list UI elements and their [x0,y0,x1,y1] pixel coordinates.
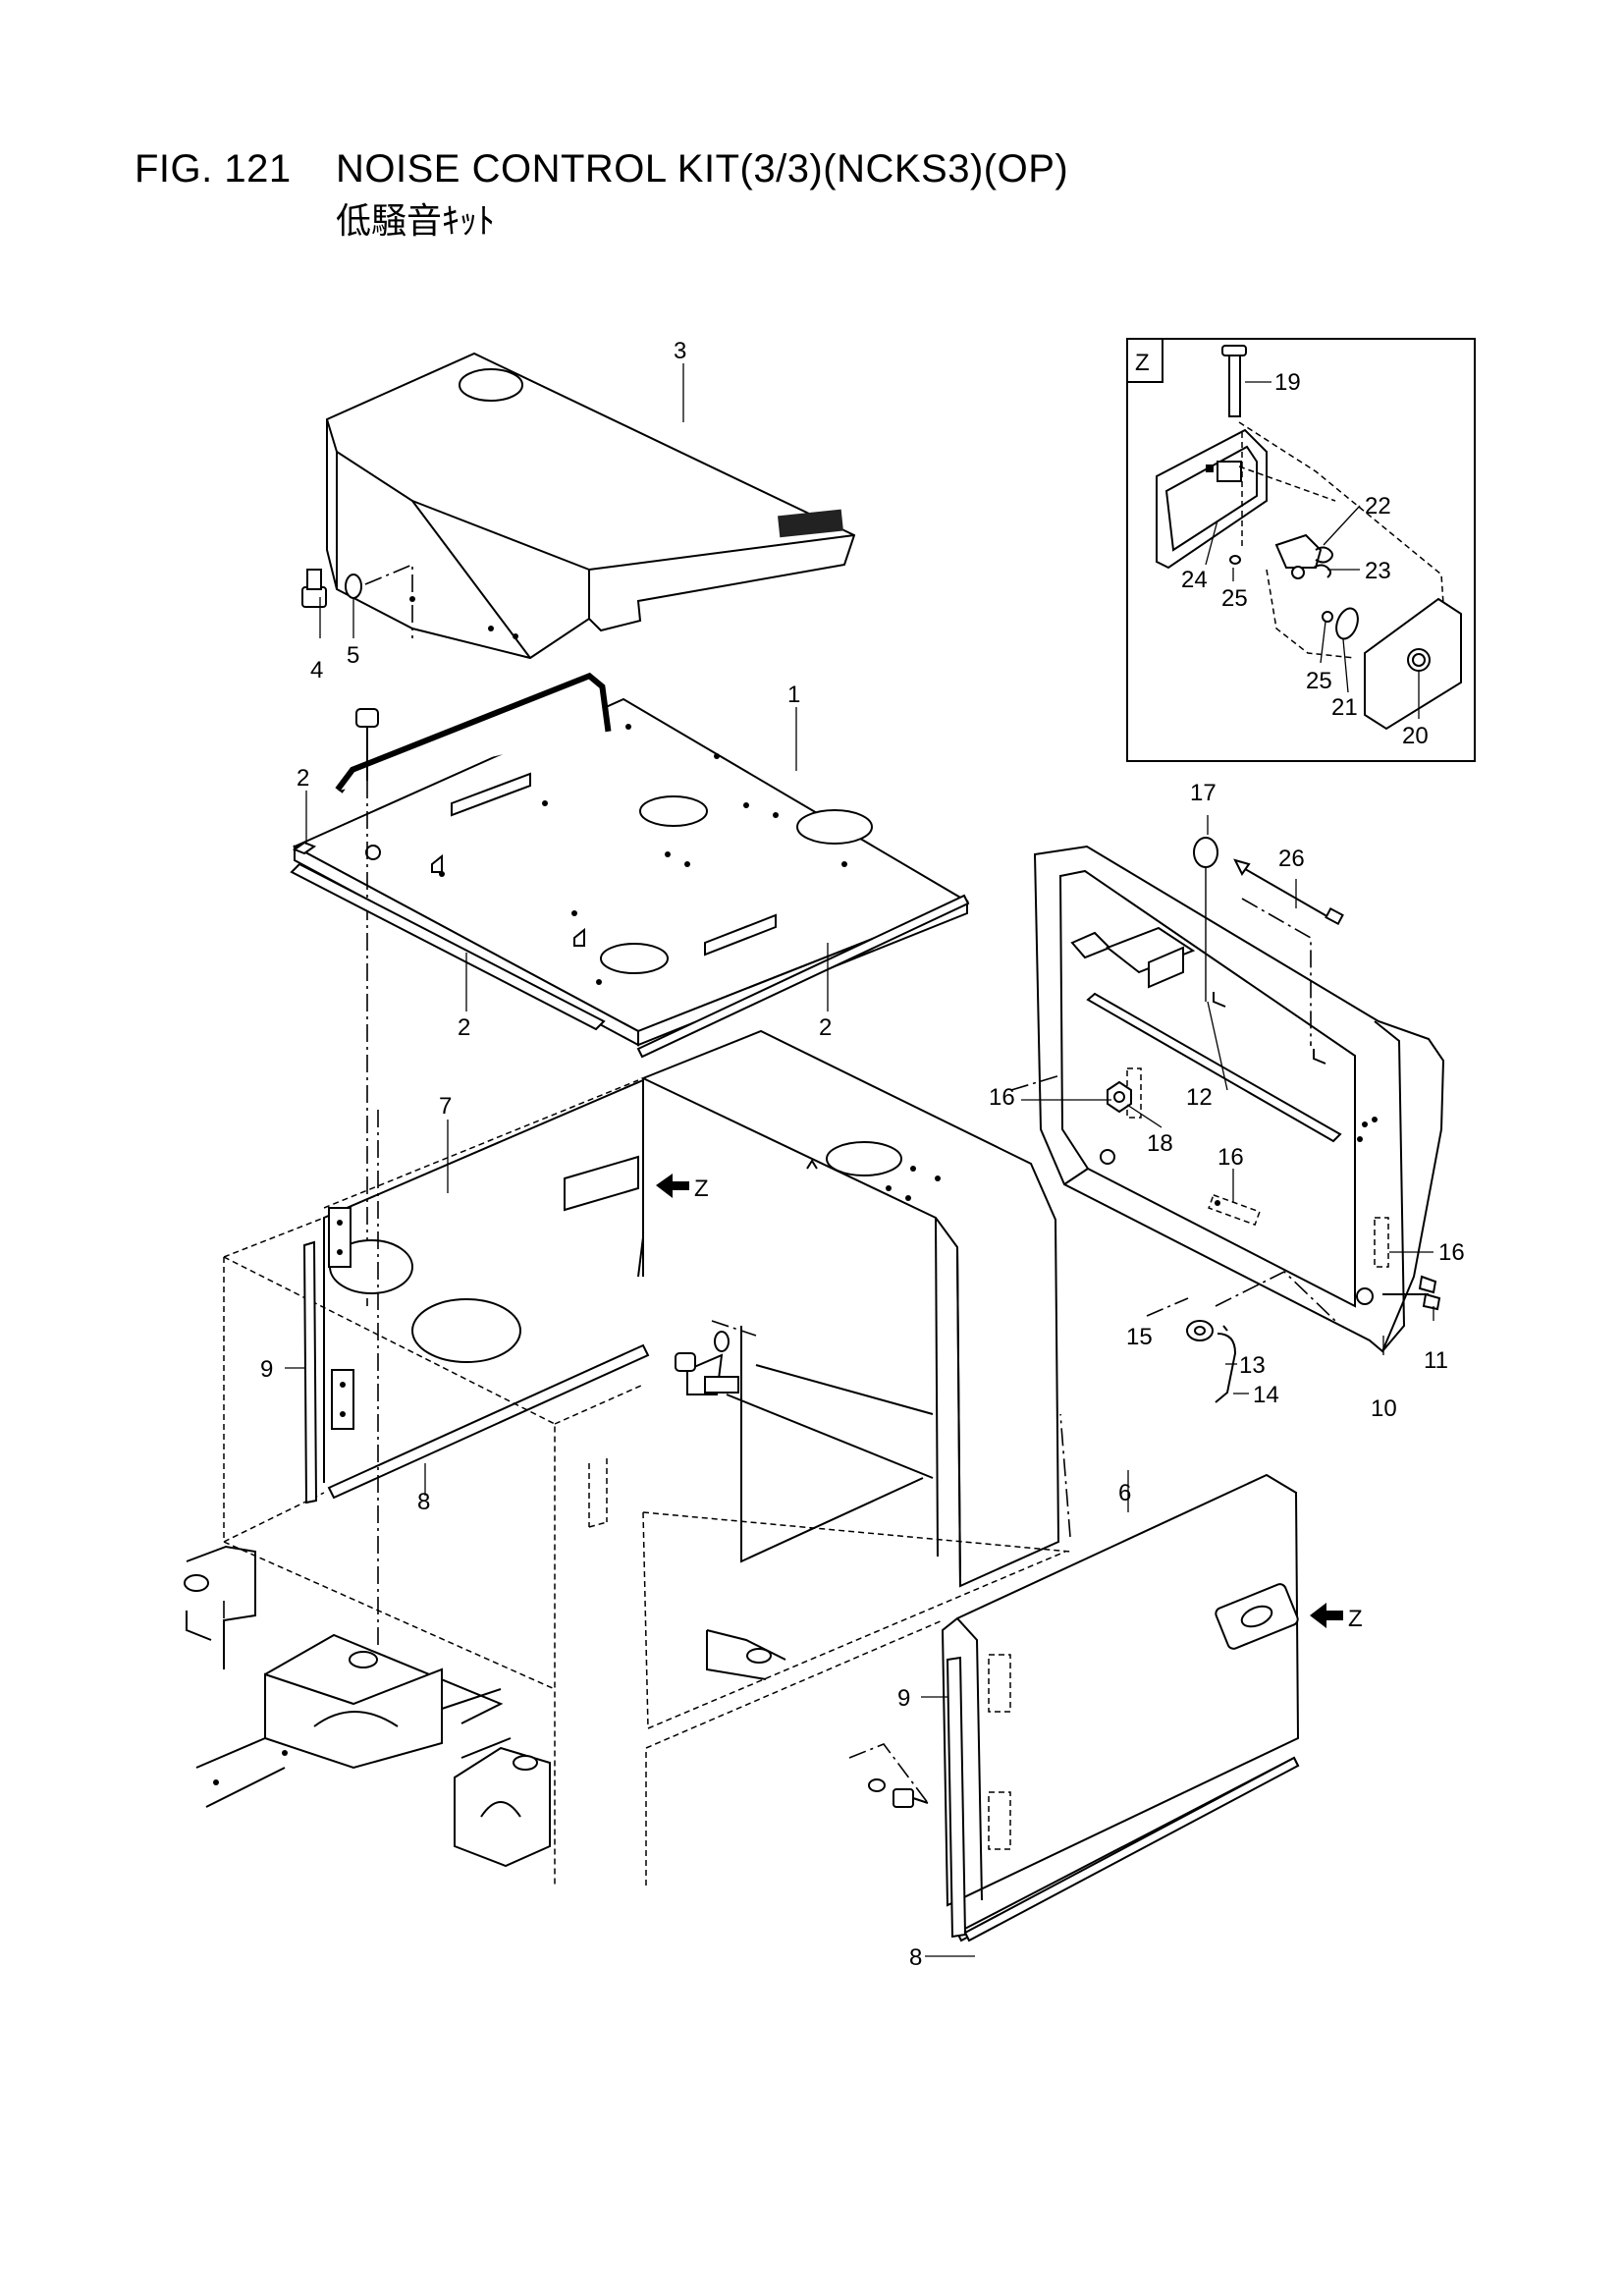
callout-9: 9 [260,1356,273,1383]
callout-8: 8 [909,1944,922,1971]
bolt-washer-front [848,1743,929,1808]
view-arrow-z-right: Z [1310,1603,1363,1632]
washer-5 [345,574,362,599]
figure-subtitle: 低騒音ｷｯﾄ [336,201,496,242]
detail-view-label: Z [1135,350,1150,376]
figure-title: FIG. 121 NOISE CONTROL KIT(3/3)(NCKS3)(OP… [135,147,1068,191]
part-7-main-frame [323,1029,1060,1588]
bolt-4 [301,569,327,608]
part-3-top-cover [326,352,856,660]
callout-20: 20 [1402,723,1429,749]
callout-2: 2 [819,1014,832,1041]
callout-18: 18 [1147,1130,1173,1157]
callout-leaders [285,363,1434,1957]
callout-21: 21 [1331,694,1358,721]
part-10-right-door [1033,845,1445,1353]
figure-name: NOISE CONTROL KIT(3/3)(NCKS3)(OP) [336,147,1069,191]
figure-number: FIG. 121 [135,147,292,191]
callout-19: 19 [1274,369,1301,396]
nut-18 [1100,1080,1132,1165]
callout-6: 6 [1118,1480,1131,1506]
base-frame [184,1545,786,1868]
callout-16: 16 [989,1084,1015,1111]
callout-2: 2 [458,1014,470,1041]
part-1-top-plate [292,672,970,1047]
part-2-rails [290,841,970,1059]
callout-12: 12 [1186,1084,1213,1111]
callout-13: 13 [1239,1352,1266,1379]
callout-15: 15 [1126,1324,1153,1350]
cap-17 [1193,837,1218,1002]
callout-2: 2 [297,765,309,792]
callout-26: 26 [1278,846,1305,872]
callout-3: 3 [674,338,686,364]
callout-7: 7 [439,1093,452,1120]
callout-5: 5 [347,642,359,669]
seal-strip-9-left [302,1240,318,1504]
view-arrow-z-left: Z [656,1174,709,1202]
callout-14: 14 [1253,1382,1279,1408]
wing-bolt-11 [1382,1275,1441,1311]
callout-16: 16 [1217,1144,1244,1171]
detail-view-z: Z [1126,338,1476,762]
callout-1: 1 [787,682,800,708]
view-arrow-label: Z [1348,1606,1363,1632]
view-arrow-label: Z [694,1175,709,1202]
phantom-enclosure [223,1079,1071,1886]
spring-13-14 [1215,1325,1237,1403]
callout-16: 16 [1438,1239,1465,1266]
pin-26 [1233,858,1344,1046]
callout-10: 10 [1371,1395,1397,1422]
knob-screw [355,708,379,1306]
callout-17: 17 [1190,780,1217,806]
callout-8: 8 [417,1489,430,1515]
callout-22: 22 [1365,493,1391,519]
callout-23: 23 [1365,558,1391,584]
callout-4: 4 [310,657,323,683]
callout-24: 24 [1181,567,1208,593]
grommet-15 [1186,1320,1214,1341]
callout-9: 9 [897,1685,910,1712]
callout-11: 11 [1424,1347,1448,1374]
callout-25: 25 [1221,585,1248,612]
callout-25: 25 [1306,668,1332,694]
callout-numbers: 3 1 2 2 2 4 5 7 8 9 6 9 8 16 12 18 16 16… [260,338,1465,1971]
seal-strip-8-bottom [963,1756,1300,1942]
